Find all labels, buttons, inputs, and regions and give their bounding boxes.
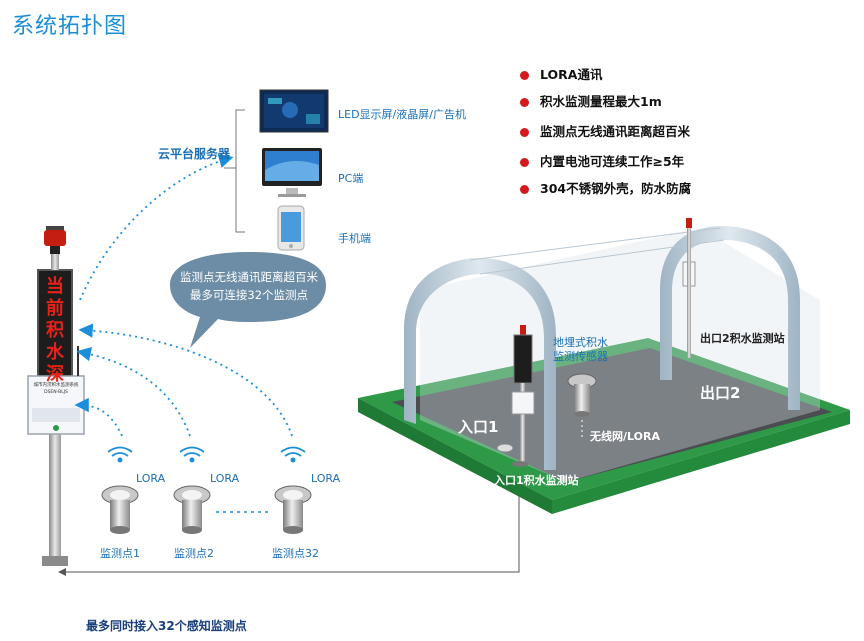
station-1-label: 入口1积水监测站 (494, 474, 579, 487)
scene-link-line (58, 462, 520, 576)
desktop-computer-icon (262, 148, 322, 197)
bubble-line-1: 监测点无线通讯距离超百米 (180, 270, 318, 284)
feature-item: 内置电池可连续工作≥5年 (520, 151, 684, 170)
link-sensor2-arrow (76, 347, 191, 437)
link-sensor32-arrow (78, 323, 293, 437)
lora-label: LORA (311, 472, 341, 485)
feature-item: 监测点无线通讯距离超百米 (520, 121, 690, 140)
alarm-light-base (46, 226, 64, 232)
bullet-icon (520, 128, 529, 137)
bullet-icon (520, 158, 529, 167)
bubble-text: 监测点无线通讯距离超百米 最多可连接32个监测点 (176, 268, 322, 304)
sensor-1-label: 监测点1 (100, 547, 140, 560)
cabinet-label: 城市内涝积水监测系统 DSEN-BLJS (30, 382, 82, 396)
wifi-icon (280, 446, 306, 463)
mobile-phone-icon (277, 205, 305, 251)
led-text: 当 前 积 水 深 (40, 276, 70, 386)
terminal-led-label: LED显示屏/液晶屏/广告机 (338, 108, 466, 121)
bullet-icon (520, 71, 529, 80)
station-2-label: 出口2积水监测站 (700, 332, 785, 345)
wifi-icon (179, 446, 205, 463)
bullet-icon (520, 185, 529, 194)
page-title: 系统拓扑图 (12, 14, 128, 39)
cabinet-line-2: DSEN-BLJS (44, 390, 68, 395)
terminal-phone-label: 手机端 (338, 232, 371, 245)
alarm-light-icon (44, 230, 66, 246)
terminal-bracket (235, 109, 245, 233)
buried-sensor-label: 地埋式积水监测传感器 (553, 336, 608, 363)
led-char: 深 (46, 364, 64, 385)
feature-item: LORA通讯 (520, 64, 602, 83)
terminal-pc-label: PC端 (338, 172, 364, 185)
monitoring-pole-station (27, 226, 85, 566)
sensor-2-graphic (173, 485, 211, 534)
feature-item: 304不锈钢外壳，防水防腐 (520, 178, 691, 197)
bottom-note: 最多同时接入32个感知监测点 (86, 619, 247, 633)
wifi-icon (107, 446, 133, 463)
lora-label: LORA (210, 472, 240, 485)
dashboard-monitor-icon (259, 89, 329, 133)
led-char: 当 (46, 276, 64, 297)
lora-label: LORA (136, 472, 166, 485)
bullet-icon (520, 98, 529, 107)
led-board (37, 269, 73, 391)
bubble-line-2: 最多可连接32个监测点 (189, 288, 309, 302)
cloud-server-label: 云平台服务器 (158, 147, 231, 161)
cabinet-line-1: 城市内涝积水监测系统 (33, 383, 79, 388)
buried-sensor-small (496, 443, 514, 453)
speech-bubble (170, 252, 326, 348)
led-char: 水 (46, 342, 64, 363)
sensor-32-label: 监测点32 (272, 547, 319, 560)
sensor-2-label: 监测点2 (174, 547, 214, 560)
link-sensor1-arrow (74, 397, 123, 437)
led-char: 积 (46, 320, 64, 341)
sensor-32-graphic (274, 485, 312, 534)
sensor-1-graphic (101, 485, 139, 534)
feature-item: 积水监测量程最大1m (520, 91, 662, 110)
wireless-label: 无线网/LORA (590, 430, 660, 443)
tunnel-scene (358, 218, 850, 514)
entrance-1-label: 入口1 (458, 418, 499, 436)
led-char: 前 (46, 298, 64, 319)
exit-2-label: 出口2 (700, 384, 741, 402)
